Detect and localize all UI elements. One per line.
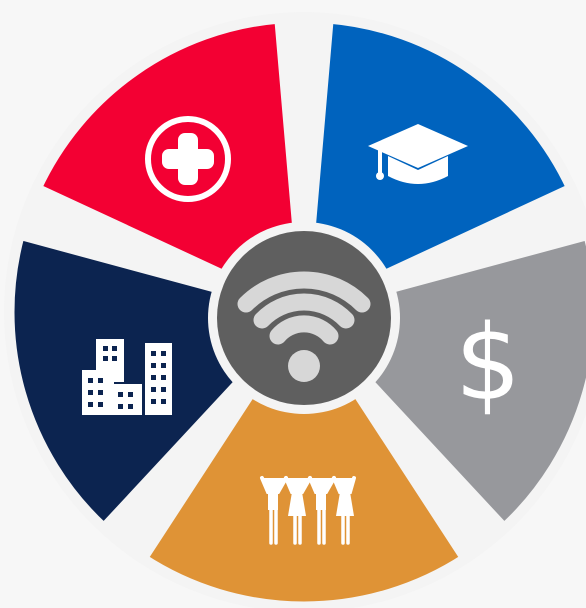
graduation-cap-icon [368, 124, 468, 184]
buildings-icon [82, 339, 172, 415]
wifi-icon [237, 271, 371, 382]
medical-cross-icon [145, 116, 231, 202]
people-raised-arms-icon [260, 476, 356, 545]
dollar-sign-icon: $ [455, 302, 521, 424]
segment-community [138, 307, 470, 608]
